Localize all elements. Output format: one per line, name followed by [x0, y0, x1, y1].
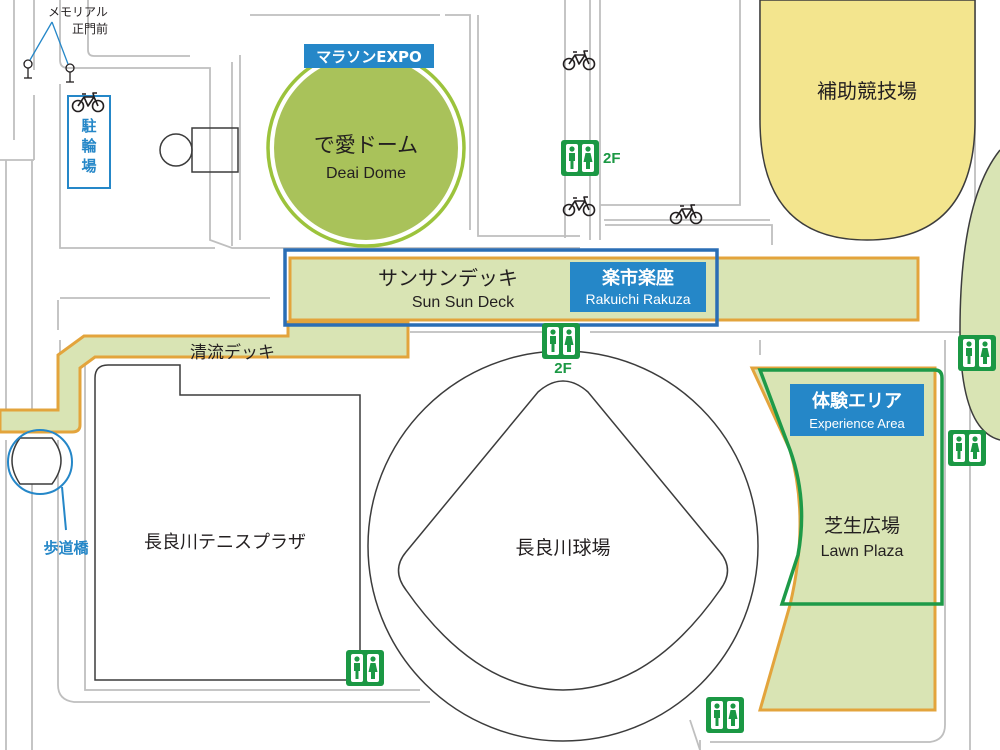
marathon-expo-label: マラソンEXPO	[316, 48, 422, 66]
right-field-edge	[959, 149, 1000, 441]
footbridge: 歩道橋	[7, 429, 89, 557]
lawn-plaza-en-label: Lawn Plaza	[821, 543, 904, 560]
experience-en-label: Experience Area	[809, 416, 905, 431]
stadium-label: 長良川球場	[515, 537, 610, 559]
bicycle-parking: 駐 輪 場	[67, 95, 111, 189]
experience-badge: 体験エリア Experience Area	[790, 384, 924, 436]
deai-dome-label: で愛ドーム	[314, 133, 418, 157]
seiryu-deck-label: 清流デッキ	[190, 342, 275, 363]
stadium: 長良川球場	[367, 350, 759, 742]
bicycle-parking-label-2: 輪	[81, 137, 97, 155]
sunsun-deck-label: サンサンデッキ	[378, 266, 518, 290]
footbridge-label: 歩道橋	[43, 539, 89, 557]
deai-dome-en-label: Deai Dome	[326, 165, 406, 182]
memorial-gate-label-2: 正門前	[72, 21, 108, 36]
location-pin-icon	[23, 59, 75, 83]
lawn-plaza: 芝生広場 Lawn Plaza	[749, 366, 944, 712]
toilet-icon	[542, 323, 580, 359]
rakuichi-badge: 楽市楽座 Rakuichi Rakuza	[570, 262, 706, 312]
deai-dome: で愛ドーム Deai Dome	[266, 48, 466, 248]
toilet-icon	[948, 430, 986, 466]
marathon-expo-badge: マラソンEXPO	[304, 44, 434, 68]
lawn-plaza-label: 芝生広場	[824, 515, 900, 537]
tennis-plaza-label: 長良川テニスプラザ	[144, 532, 306, 553]
sub-stadium-label: 補助競技場	[817, 79, 917, 103]
sub-stadium: 補助競技場	[759, 0, 976, 241]
bicycle-parking-label-3: 場	[81, 157, 96, 175]
toilet-icon	[706, 697, 744, 733]
bicycle-parking-label-1: 駐	[81, 117, 96, 135]
toilet-floor-label-deck: 2F	[554, 360, 572, 377]
rakuichi-en-label: Rakuichi Rakuza	[585, 291, 690, 307]
seiryu-deck	[0, 320, 410, 434]
toilet-icon	[958, 335, 996, 371]
rakuichi-label: 楽市楽座	[602, 267, 674, 289]
toilet-icon	[561, 140, 599, 176]
gate-building	[159, 127, 239, 173]
memorial-gate-label-1: メモリアル	[48, 5, 108, 19]
toilet-floor-label-top: 2F	[603, 150, 621, 167]
memorial-gate: メモリアル 正門前	[23, 5, 108, 83]
toilet-icon	[346, 650, 384, 686]
tennis-plaza: 長良川テニスプラザ	[94, 364, 361, 681]
sunsun-deck-en-label: Sun Sun Deck	[412, 294, 515, 311]
experience-label: 体験エリア	[812, 390, 902, 412]
